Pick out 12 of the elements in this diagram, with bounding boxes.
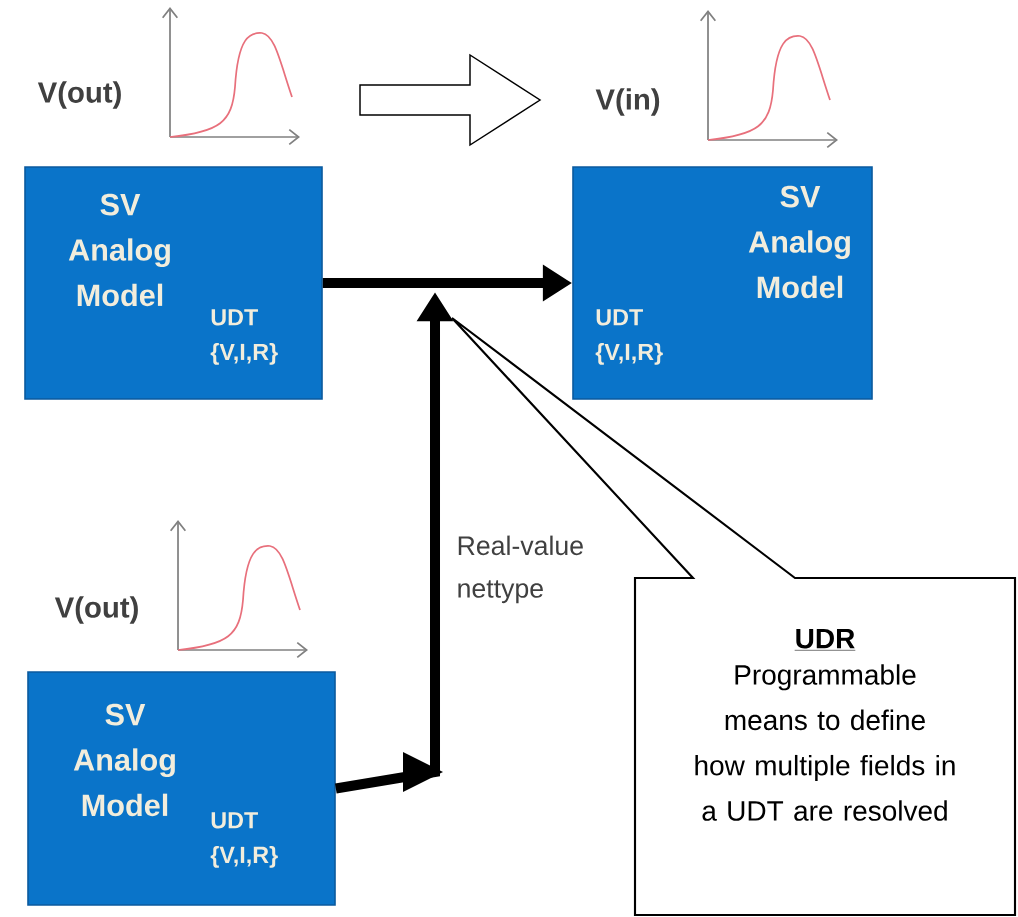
type-label: UDT {V,I,R} (210, 812, 278, 868)
voltage-label: V(out) (54, 596, 138, 624)
box-title: SV Analog Model (68, 193, 170, 307)
type-label: UDT {V,I,R} (210, 309, 278, 365)
callout-heading: UDR (794, 628, 856, 651)
voltage-label: V(out) (37, 81, 121, 109)
box-title: SV Analog Model (748, 185, 850, 299)
box-title: SV Analog Model (73, 703, 175, 817)
voltage-label: V(in) (595, 88, 660, 116)
edge-label: Real-value nettype (455, 534, 608, 605)
callout-text: Programmable means to define how multiple fields in a UDT are resolved (695, 664, 955, 821)
type-label: UDT {V,I,R} (595, 309, 663, 365)
